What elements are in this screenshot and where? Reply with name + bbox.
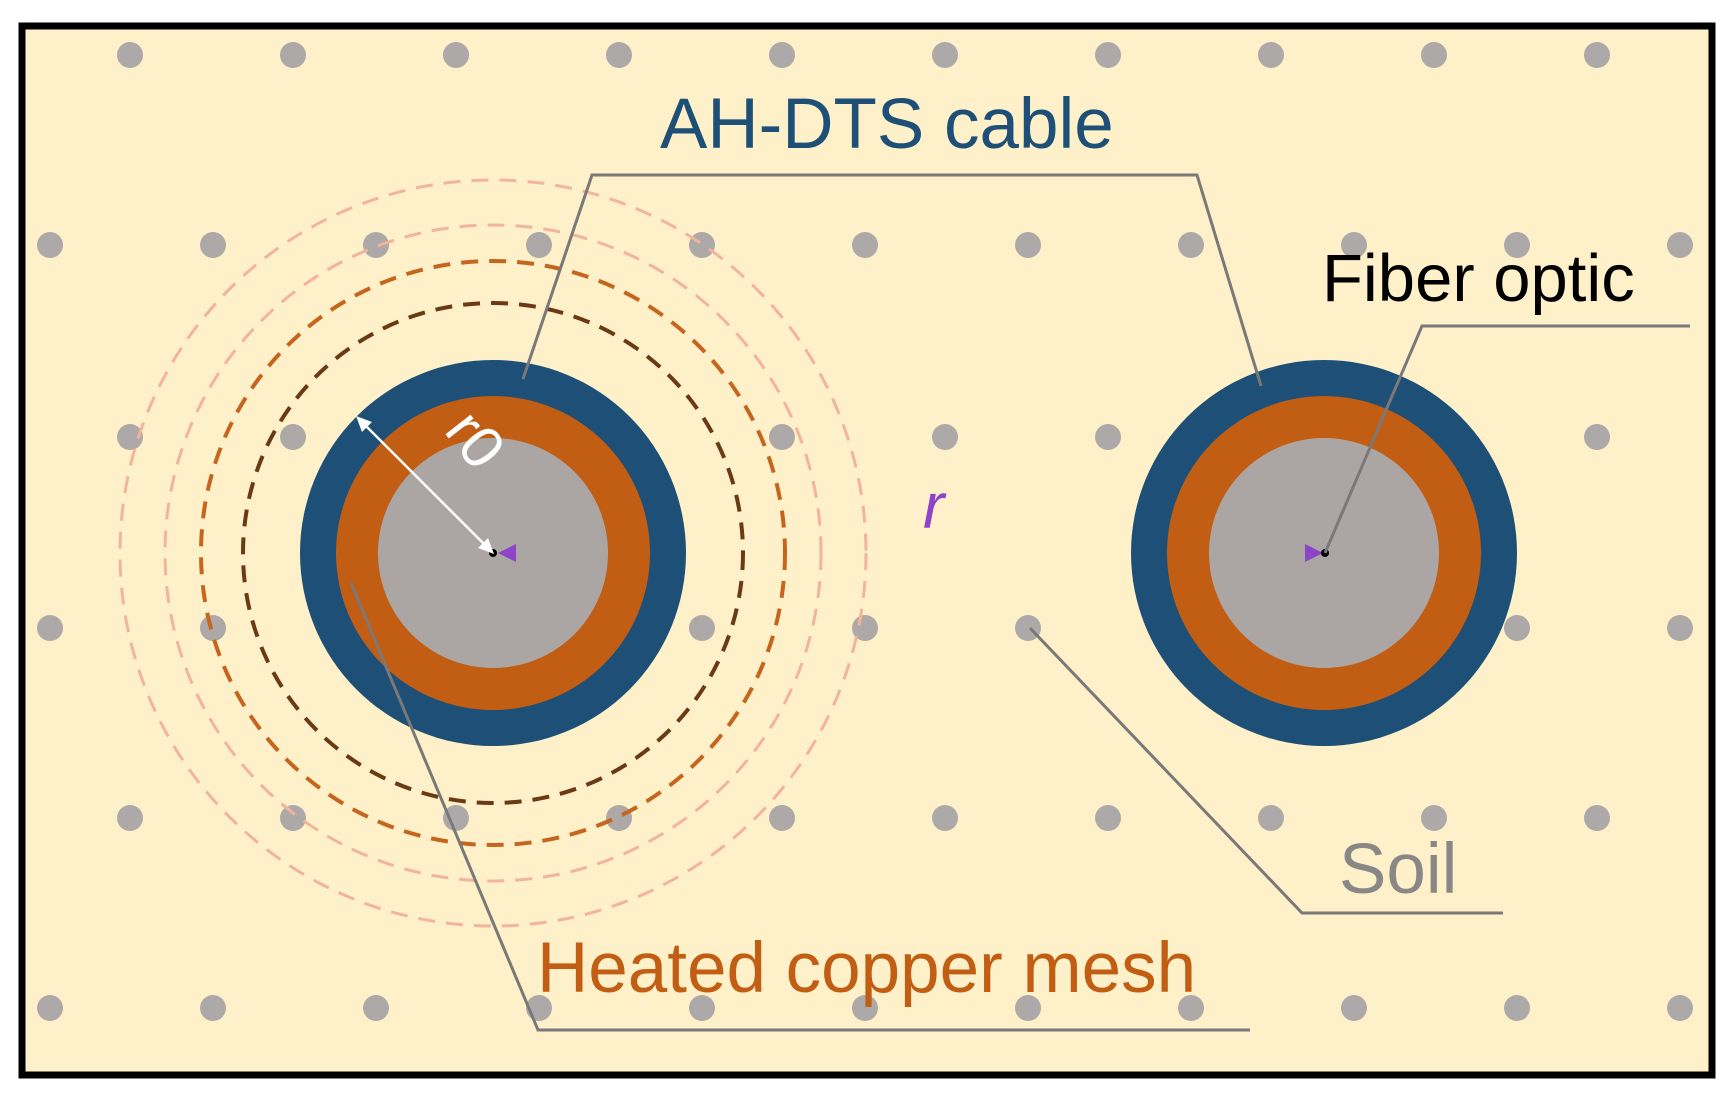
soil-particle <box>37 232 63 258</box>
soil-particle <box>689 615 715 641</box>
soil-particle <box>1341 232 1367 258</box>
fiber-leader-line <box>1323 324 1690 554</box>
soil-particle <box>363 232 389 258</box>
soil-particle <box>689 232 715 258</box>
soil-particle <box>769 805 795 831</box>
cable-right <box>1131 360 1517 746</box>
soil-particle <box>37 995 63 1021</box>
radius-r-label: r <box>923 470 947 542</box>
fiber-optic-label: Fiber optic <box>1322 241 1635 316</box>
soil-particle <box>363 995 389 1021</box>
soil-particle <box>1584 424 1610 450</box>
soil-particle <box>1095 42 1121 68</box>
heat-ring-inner <box>241 301 745 805</box>
soil-particle <box>852 232 878 258</box>
soil-particle <box>1667 615 1693 641</box>
soil-particle <box>1178 995 1204 1021</box>
soil-particle <box>280 805 306 831</box>
soil-label: Soil <box>1339 830 1457 909</box>
radius-double-arrow-icon <box>356 416 494 554</box>
soil-particle <box>37 615 63 641</box>
soil-particle <box>443 805 469 831</box>
soil-particle <box>1584 805 1610 831</box>
soil-particle <box>1015 995 1041 1021</box>
copper-leader-line <box>349 582 1250 1032</box>
soil-particle <box>689 995 715 1021</box>
cable-leader-line <box>521 173 1263 387</box>
soil-particle <box>1667 232 1693 258</box>
soil-particle <box>117 42 143 68</box>
soil-particle <box>769 424 795 450</box>
soil-particle <box>1258 805 1284 831</box>
soil-particle <box>852 995 878 1021</box>
cable-label: AH-DTS cable <box>660 85 1114 164</box>
fiber-marker-icon <box>1305 544 1323 562</box>
soil-particle <box>1015 232 1041 258</box>
soil-particle <box>117 805 143 831</box>
heat-ring-outer-1 <box>163 223 823 883</box>
copper-mesh-label: Heated copper mesh <box>537 929 1196 1008</box>
soil-particle <box>1667 995 1693 1021</box>
heat-rings <box>118 178 868 928</box>
soil-particle <box>1258 42 1284 68</box>
heat-ring-outer-2 <box>118 178 868 928</box>
soil-particle <box>526 232 552 258</box>
soil-particle <box>1421 42 1447 68</box>
soil-particle <box>1341 995 1367 1021</box>
soil-particle <box>1178 232 1204 258</box>
soil-particle <box>769 42 795 68</box>
soil-particle <box>1504 232 1530 258</box>
soil-particle <box>200 232 226 258</box>
leader-lines <box>349 173 1690 1032</box>
soil-particle <box>606 805 632 831</box>
soil-particle <box>932 805 958 831</box>
soil-leader-line <box>1028 626 1503 915</box>
soil-particle <box>200 615 226 641</box>
soil-particle <box>117 424 143 450</box>
soil-particle <box>932 424 958 450</box>
soil-particle <box>443 42 469 68</box>
fiber-marker-icon <box>498 544 516 562</box>
soil-particle <box>1421 805 1447 831</box>
soil-particle <box>280 424 306 450</box>
soil-particle <box>932 42 958 68</box>
soil-particle <box>1504 615 1530 641</box>
soil-particle <box>606 42 632 68</box>
soil-particle <box>280 42 306 68</box>
heat-ring-mid <box>199 259 787 847</box>
soil-particle <box>1095 424 1121 450</box>
soil-particle <box>1584 42 1610 68</box>
soil-particle <box>200 995 226 1021</box>
soil-particle <box>1095 805 1121 831</box>
soil-particle <box>1504 995 1530 1021</box>
